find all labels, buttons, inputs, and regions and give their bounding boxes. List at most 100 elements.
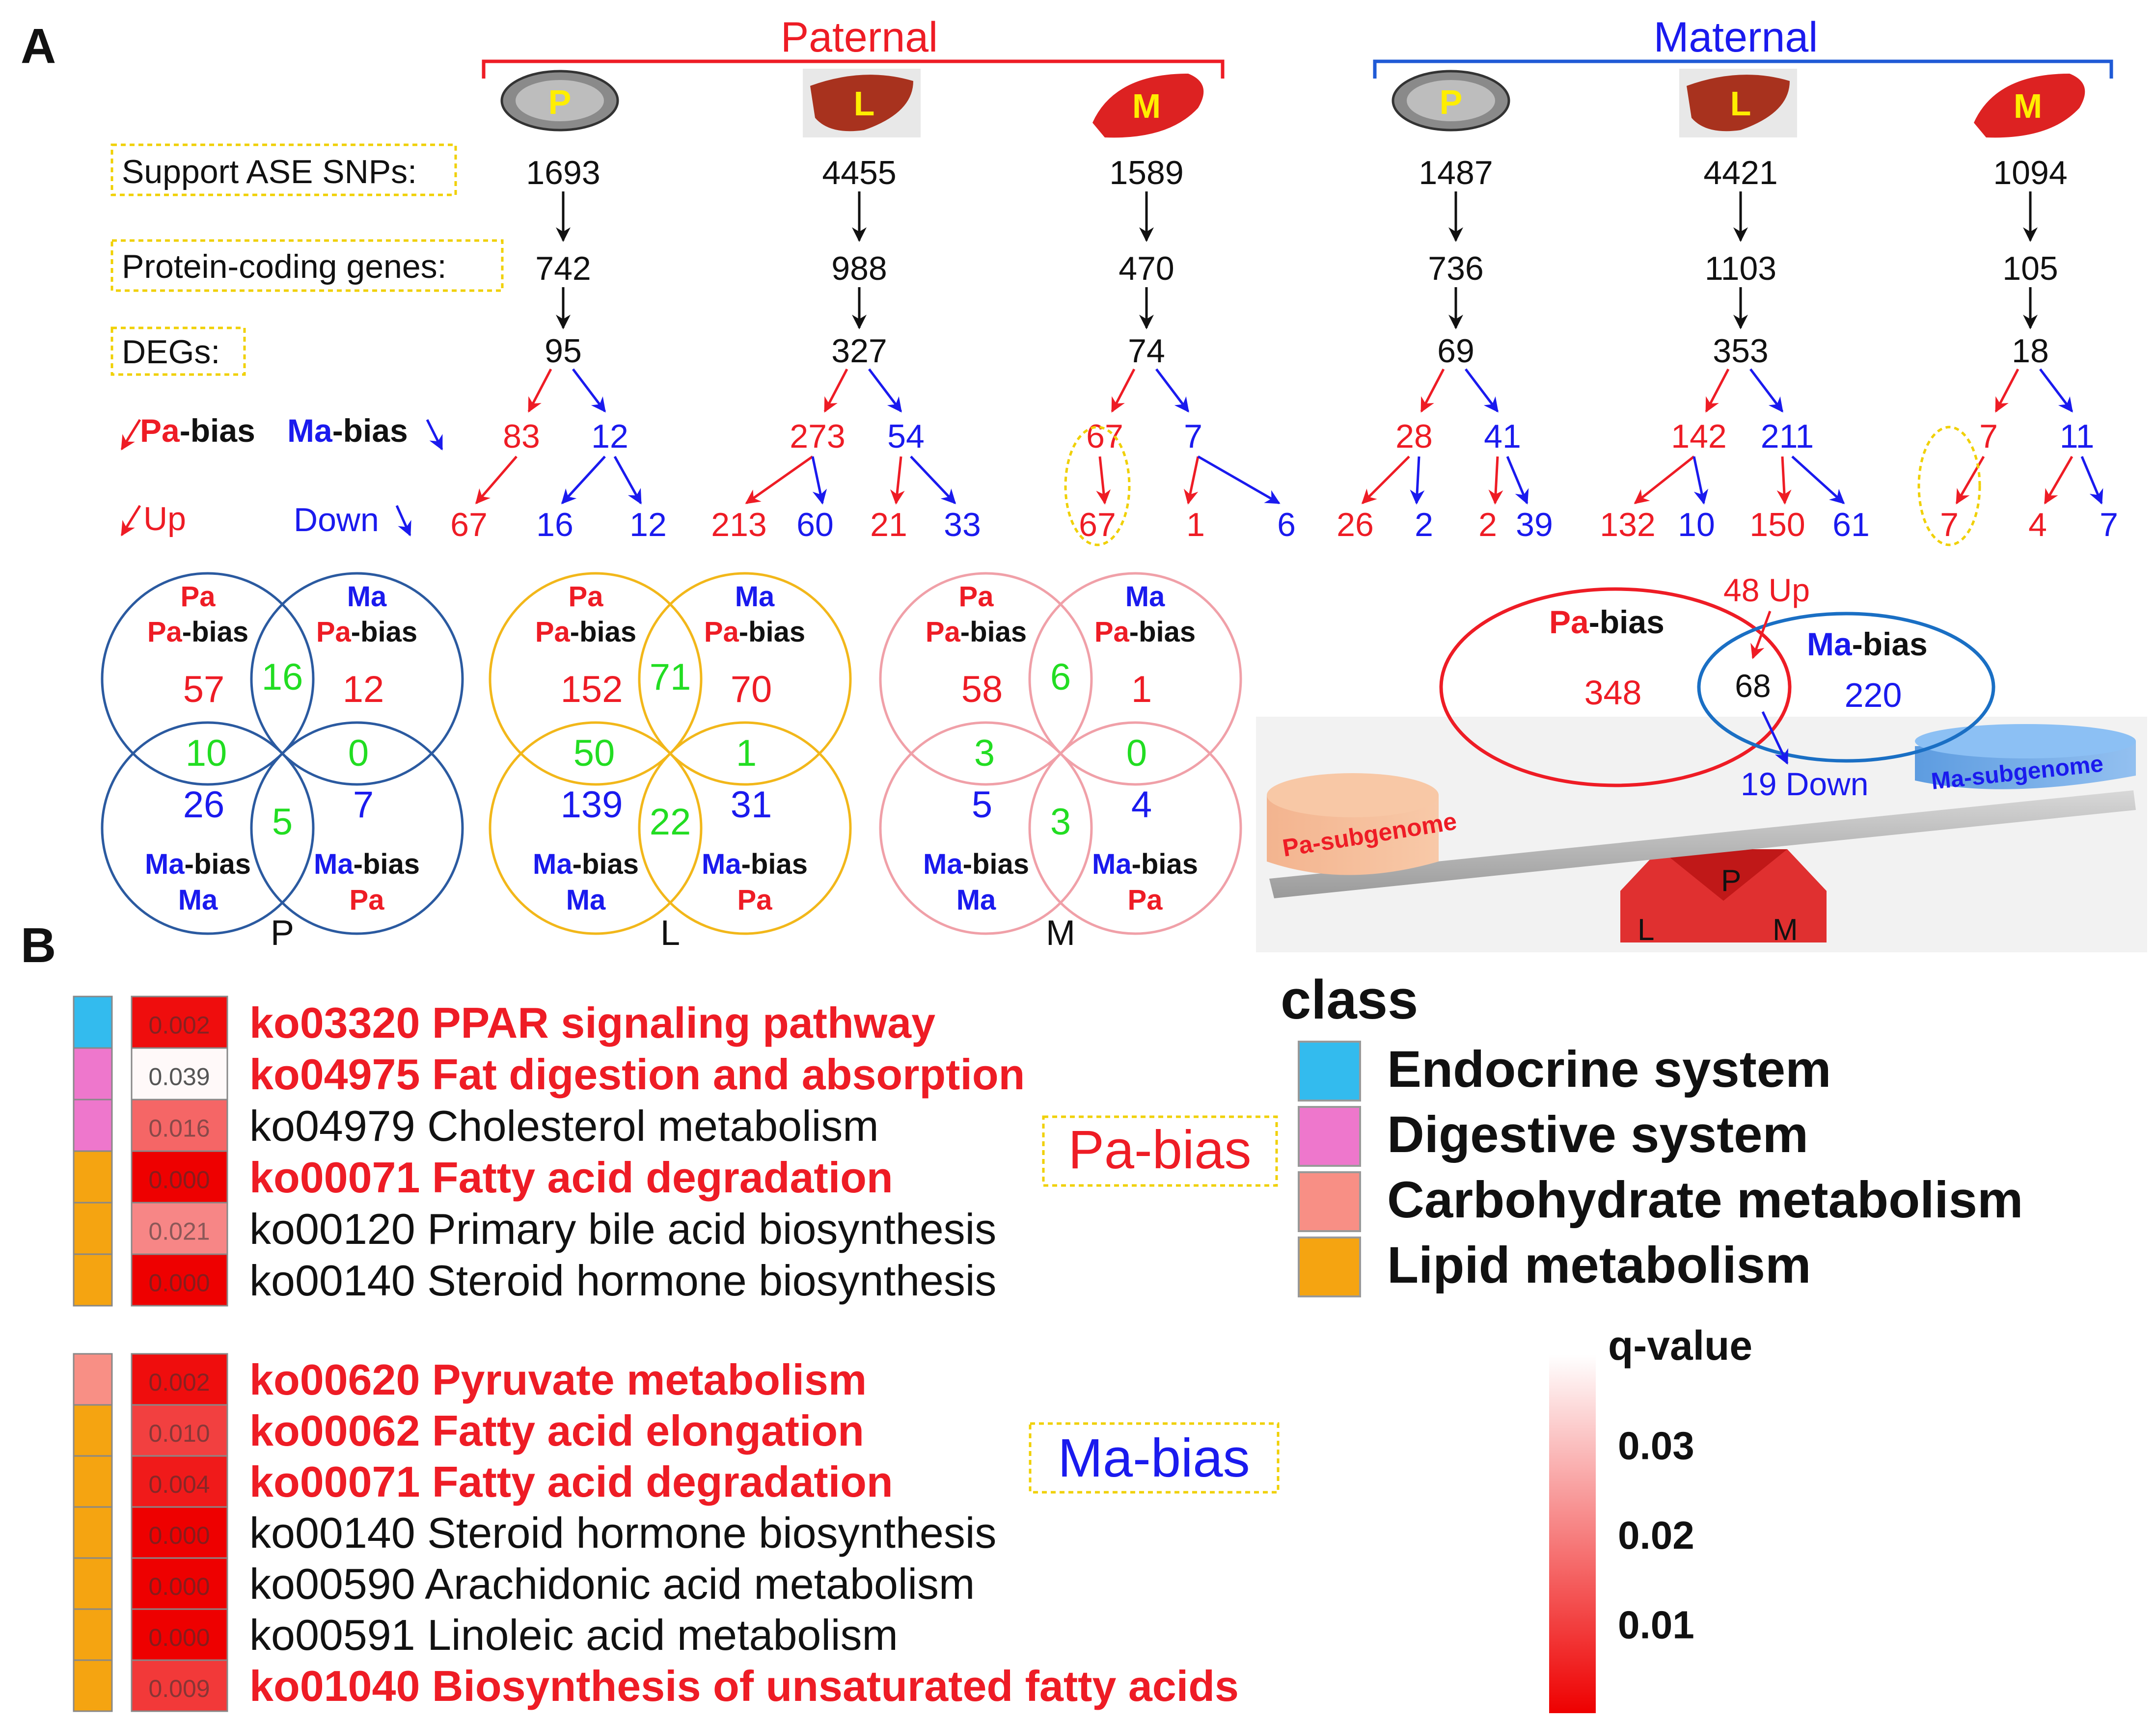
venn-circle — [879, 572, 1093, 786]
qvalue-legend-title: q-value — [1608, 1322, 1752, 1369]
venn-overlap-count: 3 — [974, 732, 995, 774]
pa-subgenome-weight: Pa-subgenome — [1267, 773, 1459, 875]
pathway-label: ko00620 Pyruvate metabolism — [249, 1355, 867, 1404]
down-count-label: 19 Down — [1741, 766, 1869, 802]
muscle-icon: M — [1974, 74, 2085, 138]
venn-set-label: Ma — [956, 884, 996, 916]
leaf-count: 60 — [796, 506, 834, 543]
class-legend-label: Endocrine system — [1387, 1041, 1831, 1098]
venn-circle — [638, 721, 852, 935]
bias-legend: Pa-bias Ma-bias Up Down — [120, 412, 443, 538]
venn-region-count: 7 — [353, 784, 374, 826]
class-cell — [73, 1253, 113, 1307]
ma-branch-arrow — [572, 368, 606, 413]
paternal-bracket — [482, 59, 1225, 79]
class-cell — [73, 1608, 113, 1661]
class-cell — [73, 1099, 113, 1152]
ma-bias-arrow — [426, 419, 443, 451]
down-arrow — [1791, 456, 1845, 505]
highlight-ellipse — [1917, 426, 1981, 546]
pa-branch-arrow — [823, 368, 848, 413]
venn-region-count: 57 — [183, 669, 225, 710]
venn-set-label: Ma-bias — [702, 848, 808, 880]
venn-overlap-count: 0 — [1126, 732, 1147, 774]
genes-count: 105 — [2002, 250, 2058, 287]
degs-count: 18 — [2012, 332, 2049, 370]
venn-overlap-count: 5 — [272, 801, 293, 843]
fulcrum-label-p: P — [1721, 864, 1741, 898]
snps-count: 1693 — [526, 154, 600, 191]
venn-circle — [489, 721, 703, 935]
ma-branch-arrow — [1465, 368, 1499, 413]
paternal-label: Paternal — [781, 14, 938, 61]
up-arrow — [745, 455, 814, 505]
degs-count: 69 — [1437, 332, 1474, 370]
down-arrow — [1506, 456, 1529, 505]
tissue-icon-label: M — [1132, 87, 1161, 125]
venn-region-count: 139 — [561, 784, 623, 826]
venn-overlap-count: 16 — [262, 656, 303, 698]
leaf-count: 6 — [1277, 506, 1296, 543]
pa-branch-arrow — [527, 368, 552, 413]
maternal-label: Maternal — [1654, 14, 1818, 61]
venn-region-count: 12 — [343, 669, 384, 710]
ma-bias-count: 7 — [1184, 418, 1202, 455]
venn-set-label: Ma — [178, 884, 218, 916]
class-cell — [73, 1557, 113, 1610]
class-legend-label: Carbohydrate metabolism — [1387, 1171, 2023, 1229]
pa-branch-arrow — [1994, 368, 2020, 413]
up-arrow — [1776, 456, 1792, 505]
class-legend-label: Lipid metabolism — [1387, 1237, 1811, 1294]
tissue-icon-label: M — [2014, 87, 2042, 125]
pathway-label: ko00120 Primary bile acid biosynthesis — [249, 1205, 996, 1253]
ma-group-label: Ma-bias — [1058, 1428, 1250, 1488]
down-arrow — [811, 456, 827, 505]
pathway-label: ko04979 Cholesterol metabolism — [249, 1102, 879, 1150]
venn-set-label: Ma — [566, 884, 606, 916]
pa-branch-arrow — [1705, 368, 1730, 413]
pa-branch-arrow — [1111, 368, 1136, 413]
qvalue-text: 0.016 — [148, 1115, 210, 1142]
qvalue-tick-label: 0.02 — [1618, 1513, 1694, 1557]
ma-bias-count: 220 — [1845, 676, 1902, 714]
class-cell — [73, 1506, 113, 1559]
leaf-count: 1 — [1186, 506, 1205, 543]
venn-circle — [489, 572, 703, 786]
venn-tissue-label: L — [660, 914, 680, 953]
class-legend-title: class — [1281, 969, 1418, 1030]
up-count-arrow — [1750, 611, 1772, 659]
up-arrow — [1488, 456, 1503, 505]
qvalue-text: 0.000 — [148, 1166, 210, 1194]
venn-overlap-count: 22 — [650, 801, 691, 843]
class-cell — [73, 996, 113, 1049]
leaf-count: 12 — [629, 506, 667, 543]
venn-overlap-count: 50 — [573, 732, 615, 774]
down-arrow — [1410, 456, 1425, 505]
qvalue-text: 0.000 — [148, 1522, 210, 1549]
qvalue-cell — [131, 1047, 228, 1101]
venn-overlap-count: 6 — [1050, 656, 1071, 698]
class-swatch — [1298, 1237, 1361, 1297]
venn-overlap-count: 71 — [650, 656, 691, 698]
fulcrum-label-m: M — [1773, 913, 1798, 947]
pathway-label: ko01040 Biosynthesis of unsaturated fatt… — [249, 1662, 1239, 1710]
class-cell — [73, 1659, 113, 1712]
qvalue-text: 0.002 — [148, 1012, 210, 1039]
qvalue-cell — [131, 1506, 228, 1559]
leaf-count: 2 — [1415, 506, 1433, 543]
qvalue-cell — [131, 1455, 228, 1508]
venn-region-count: 1 — [1131, 669, 1152, 710]
pa-group-box — [1042, 1115, 1278, 1187]
leaf-count: 39 — [1516, 506, 1553, 543]
venn-overlap-count: 0 — [348, 732, 369, 774]
pathway-label: ko03320 PPAR signaling pathway — [249, 998, 935, 1047]
